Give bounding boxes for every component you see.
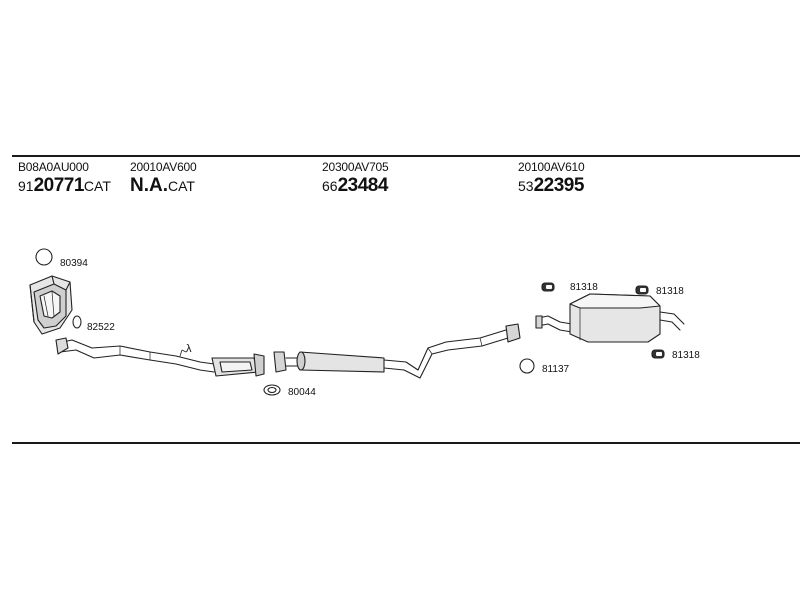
part-group-middle-silencer[interactable]: 20300AV705 6623484 [322, 160, 389, 197]
exhaust-diagram: 80394 82522 λ 80044 [29, 248, 700, 398]
catalytic-converter[interactable] [29, 275, 73, 335]
part-number: 9120771CAT [18, 175, 111, 196]
oe-number: 20300AV705 [322, 160, 389, 174]
front-pipe[interactable] [55, 337, 265, 377]
part-group-catalyst[interactable]: B08A0AU000 9120771CAT [18, 160, 111, 197]
gasket-ring-81137[interactable] [519, 358, 535, 374]
label-81318-a: 81318 [570, 282, 598, 293]
hanger-rubber-81318-bottom[interactable] [651, 349, 665, 359]
pipe-flange[interactable] [273, 351, 287, 373]
part-group-front-pipe[interactable]: 20010AV600 N.A.CAT [130, 160, 197, 197]
label-81318-b: 81318 [656, 286, 684, 297]
label-80394: 80394 [60, 258, 88, 269]
bottom-rule [12, 442, 800, 444]
gasket-82522[interactable] [72, 315, 82, 329]
oe-number: 20100AV610 [518, 160, 585, 174]
gasket-80044[interactable] [263, 384, 281, 396]
oe-number: B08A0AU000 [18, 160, 89, 174]
part-group-rear-silencer[interactable]: 20100AV610 5322395 [518, 160, 585, 197]
label-82522: 82522 [87, 322, 115, 333]
top-rule [12, 155, 800, 157]
part-number: 6623484 [322, 175, 388, 196]
oe-number: 20010AV600 [130, 160, 197, 174]
part-number: N.A.CAT [130, 175, 195, 196]
hanger-rubber-81318-top-right[interactable] [635, 285, 649, 295]
gasket-ring-80394[interactable] [35, 248, 53, 266]
hanger-rubber-81318-top-left[interactable] [541, 282, 555, 292]
label-81318-c: 81318 [672, 350, 700, 361]
label-80044: 80044 [288, 387, 316, 398]
middle-silencer[interactable] [285, 323, 521, 379]
lambda-symbol: λ [186, 343, 192, 355]
label-81137: 81137 [542, 364, 570, 375]
part-number: 5322395 [518, 175, 584, 196]
rear-silencer[interactable] [535, 293, 685, 343]
